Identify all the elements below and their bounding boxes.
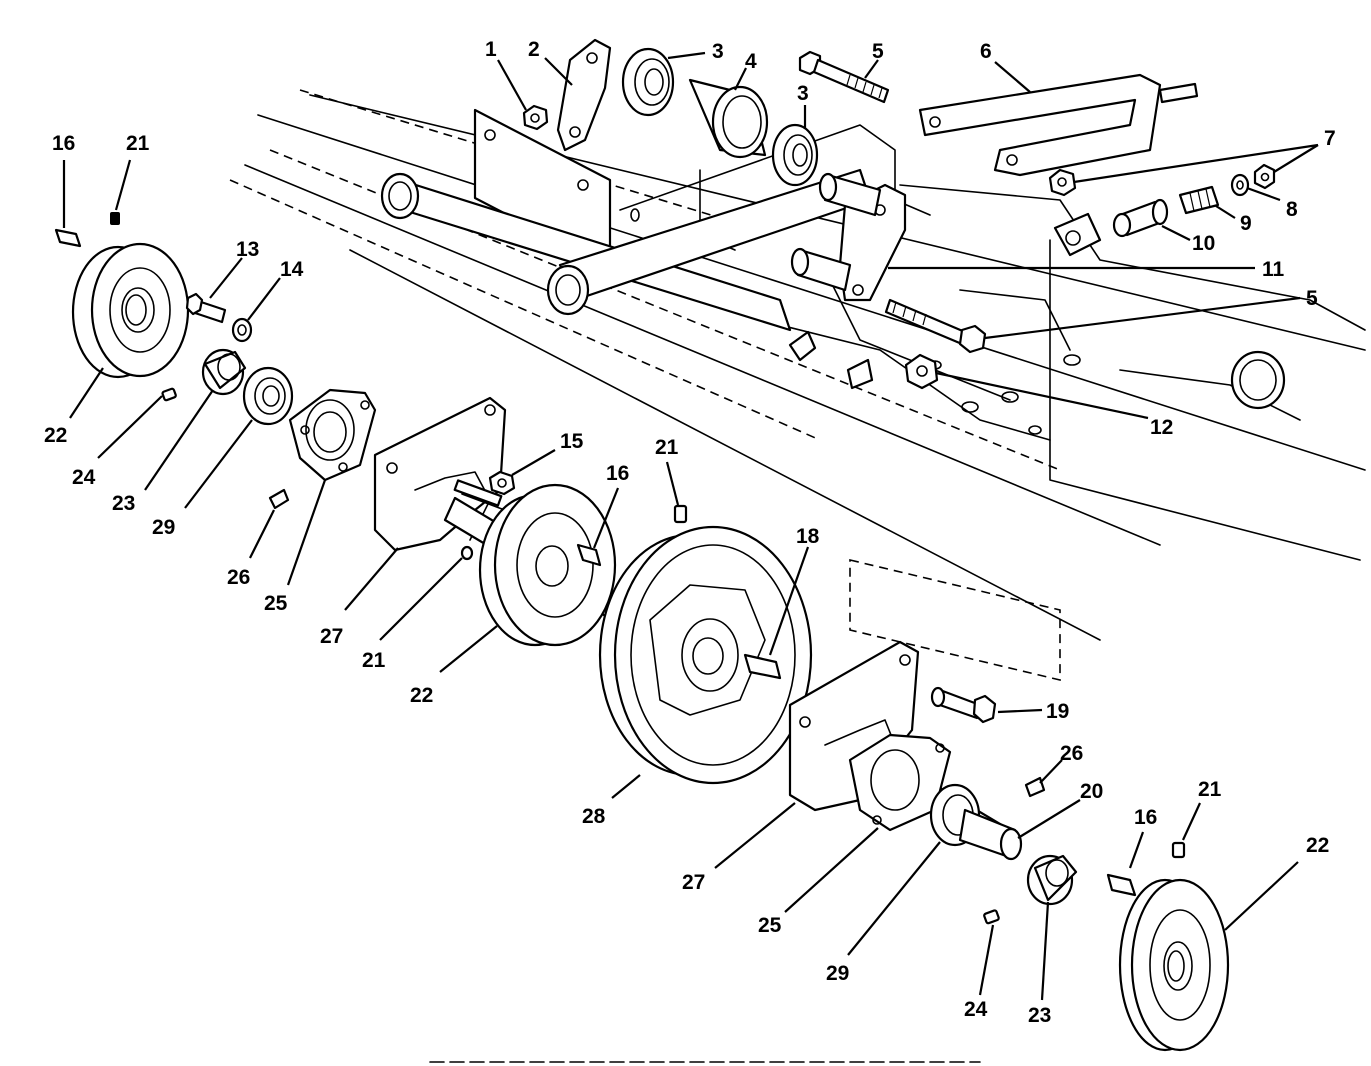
- callout-15: 15: [560, 430, 584, 453]
- callout-11: 11: [1262, 258, 1285, 281]
- callout-22: 22: [410, 684, 433, 707]
- callout-29: 29: [152, 516, 175, 539]
- frame-outline: [229, 89, 1366, 682]
- callout-16: 16: [1134, 806, 1157, 829]
- top-parts: [522, 38, 1276, 390]
- pivot-shaft-assembly: [380, 108, 907, 332]
- callout-1: 1: [485, 38, 497, 61]
- callout-16: 16: [52, 132, 75, 155]
- callout-3: 3: [712, 40, 724, 63]
- callout-labels: 1 2 3 3 4 5 5 6 7 8 9 10 11 12 13 14 15 …: [44, 38, 1336, 1027]
- callout-25: 25: [758, 914, 782, 937]
- callout-14: 14: [280, 258, 304, 281]
- callout-10: 10: [1192, 232, 1215, 255]
- callout-28: 28: [582, 805, 606, 828]
- callout-22: 22: [44, 424, 67, 447]
- callout-5: 5: [1306, 287, 1318, 310]
- left-pulley-group: [54, 212, 377, 510]
- callout-12: 12: [1150, 416, 1173, 439]
- callout-13: 13: [236, 238, 259, 261]
- callout-21: 21: [362, 649, 386, 672]
- callout-23: 23: [112, 492, 135, 515]
- right-pulley-group: [983, 841, 1230, 1052]
- callout-22: 22: [1306, 834, 1329, 857]
- callout-2: 2: [528, 38, 540, 61]
- callout-24: 24: [72, 466, 96, 489]
- callout-24: 24: [964, 998, 988, 1021]
- callout-29: 29: [826, 962, 849, 985]
- callout-4: 4: [745, 50, 757, 73]
- callout-5: 5: [872, 40, 884, 63]
- callout-23: 23: [1028, 1004, 1051, 1027]
- callout-18: 18: [796, 525, 820, 548]
- main-shaft-assembly: [373, 396, 1046, 861]
- callout-6: 6: [980, 40, 992, 63]
- callout-21: 21: [126, 132, 150, 155]
- leader-lines: [62, 51, 1319, 1001]
- callout-27: 27: [320, 625, 343, 648]
- callout-8: 8: [1286, 198, 1298, 221]
- callout-21: 21: [655, 436, 679, 459]
- callout-21: 21: [1198, 778, 1222, 801]
- callout-26: 26: [1060, 742, 1083, 765]
- callout-25: 25: [264, 592, 288, 615]
- callout-19: 19: [1046, 700, 1069, 723]
- callout-9: 9: [1240, 212, 1252, 235]
- callout-7: 7: [1324, 127, 1336, 150]
- callout-16: 16: [606, 462, 629, 485]
- callout-26: 26: [227, 566, 250, 589]
- callout-27: 27: [682, 871, 705, 894]
- callout-20: 20: [1080, 780, 1103, 803]
- callout-3: 3: [797, 82, 809, 105]
